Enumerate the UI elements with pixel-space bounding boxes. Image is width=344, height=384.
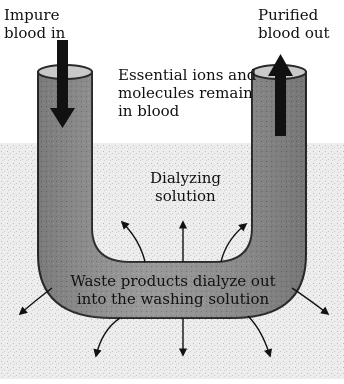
purified-blood-label-line1: Purified — [258, 6, 319, 24]
impure-blood-label-line2: blood in — [4, 24, 66, 42]
essential-ions-label-line3: in blood — [118, 102, 180, 120]
dialyzing-solution-label-line2: solution — [155, 187, 216, 205]
waste-products-label-line1: Waste products dialyze out — [70, 272, 275, 290]
purified-blood-label-line2: blood out — [258, 24, 330, 42]
essential-ions-label-line2: molecules remain — [118, 84, 253, 102]
waste-products-label-line2: into the washing solution — [77, 290, 270, 308]
dialyzing-solution-label-line1: Dialyzing — [150, 169, 221, 187]
impure-blood-label-line1: Impure — [4, 6, 60, 24]
essential-ions-label-line1: Essential ions and — [118, 66, 257, 84]
